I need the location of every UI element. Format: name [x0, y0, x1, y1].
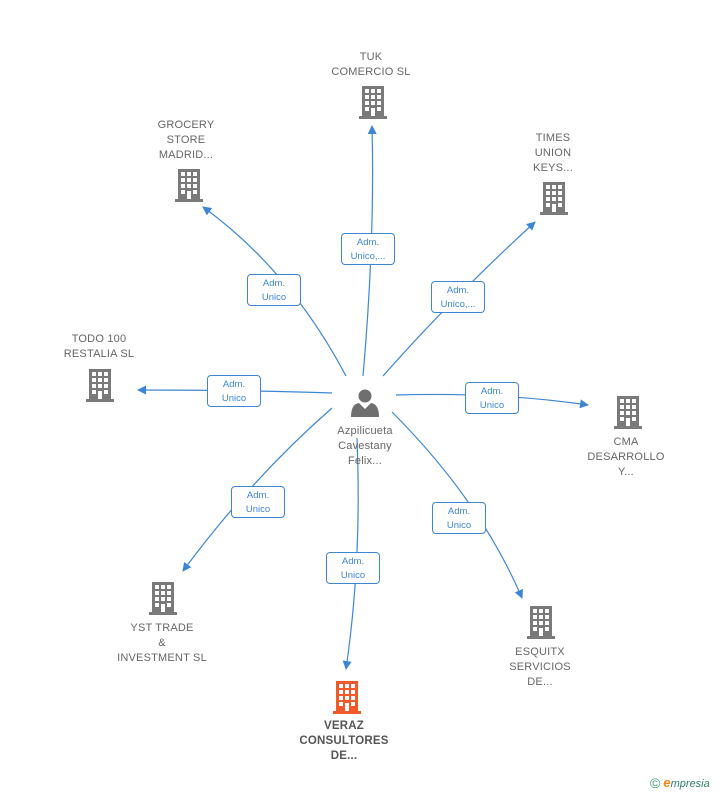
edge-to-yst [182, 407, 333, 572]
veraz-building-icon[interactable] [333, 681, 361, 714]
company-label-todo[interactable]: TODO 100 RESTALIA SL [63, 333, 135, 360]
yst-building-icon[interactable] [149, 582, 177, 615]
role-line-2: Unico [245, 504, 271, 515]
company-label-veraz[interactable]: VERAZ CONSULTORES DE... [299, 720, 389, 762]
role-line-1: Adm. [446, 285, 470, 296]
role-line-2: Unico [446, 520, 472, 531]
footer-brand: © empresia [650, 775, 710, 791]
role-line-1: Adm. [356, 237, 380, 248]
todo-building-icon[interactable] [86, 369, 114, 402]
company-label-cma[interactable]: CMA DESARROLLO Y... [587, 436, 665, 478]
role-badge-tuk[interactable]: Adm. Unico,... [341, 233, 395, 265]
brand-logo-letter: e [663, 775, 671, 790]
copyright-icon: © [650, 775, 661, 791]
role-line-2: Unico [479, 400, 505, 411]
company-label-yst[interactable]: YST TRADE & INVESTMENT SL [117, 622, 207, 664]
role-line-1: Adm. [447, 506, 471, 517]
tuk-building-icon[interactable] [359, 86, 387, 119]
role-badge-yst[interactable]: Adm. Unico [231, 486, 285, 518]
role-line-1: Adm. [480, 386, 504, 397]
role-badge-todo[interactable]: Adm. Unico [207, 375, 261, 407]
role-line-2: Unico [340, 570, 366, 581]
role-line-2: Unico,... [350, 251, 386, 262]
role-line-2: Unico [221, 393, 247, 404]
role-badge-esquitx[interactable]: Adm. Unico [432, 502, 486, 534]
company-label-times[interactable]: TIMES UNION KEYS... [533, 132, 573, 174]
role-badge-cma[interactable]: Adm. Unico [465, 382, 519, 414]
brand-name: mpresia [670, 778, 710, 790]
role-line-2: Unico [261, 292, 287, 303]
grocery-building-icon[interactable] [175, 169, 203, 202]
role-badge-veraz[interactable]: Adm. Unico [326, 552, 380, 584]
role-line-1: Adm. [246, 490, 270, 501]
cma-building-icon[interactable] [614, 396, 642, 429]
role-badge-grocery[interactable]: Adm. Unico [247, 274, 301, 306]
company-label-esquitx[interactable]: ESQUITX SERVICIOS DE... [509, 646, 571, 688]
role-line-1: Adm. [341, 556, 365, 567]
role-badge-times[interactable]: Adm. Unico,... [431, 281, 485, 313]
role-line-1: Adm. [262, 278, 286, 289]
times-building-icon[interactable] [540, 182, 568, 215]
company-label-tuk[interactable]: TUK COMERCIO SL [331, 51, 411, 78]
company-label-grocery[interactable]: GROCERY STORE MADRID... [157, 119, 215, 161]
person-name-label[interactable]: Azpilicueta Cavestany Felix... [337, 425, 393, 467]
person-icon[interactable] [351, 389, 379, 418]
role-line-2: Unico,... [440, 299, 476, 310]
role-line-1: Adm. [222, 379, 246, 390]
esquitx-building-icon[interactable] [527, 606, 555, 639]
